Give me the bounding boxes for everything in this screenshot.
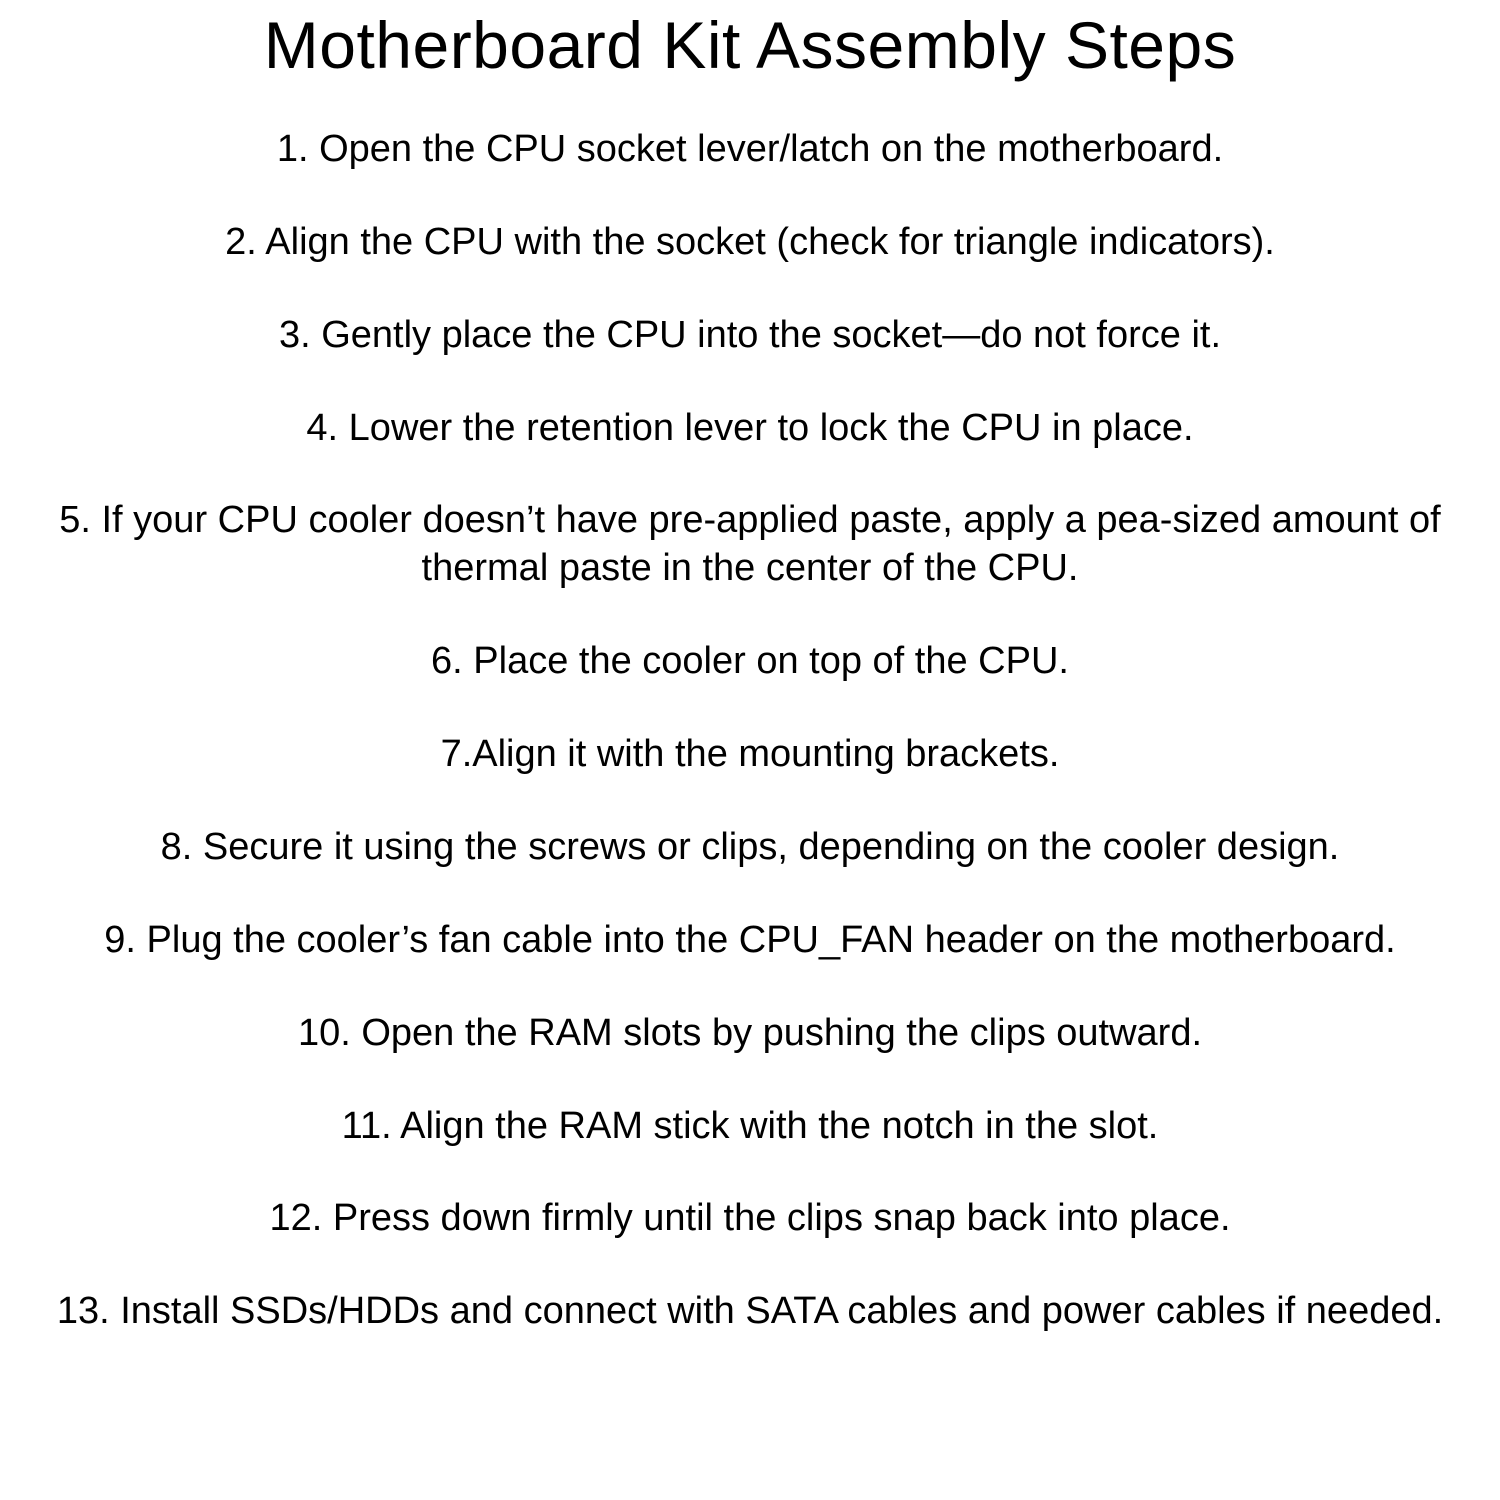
step-item-10: 10. Open the RAM slots by pushing the cl…	[297, 1011, 1203, 1054]
step-item-3: 3. Gently place the CPU into the socket—…	[278, 313, 1222, 356]
step-item-2: 2. Align the CPU with the socket (check …	[225, 220, 1275, 263]
step-item-9: 9. Plug the cooler’s fan cable into the …	[104, 918, 1396, 961]
page-title: Motherboard Kit Assembly Steps	[263, 8, 1237, 82]
step-item-13: 13. Install SSDs/HDDs and connect with S…	[56, 1290, 1444, 1333]
step-item-1: 1. Open the CPU socket lever/latch on th…	[276, 127, 1224, 170]
step-item-6: 6. Place the cooler on top of the CPU.	[431, 640, 1069, 683]
step-item-5: 5. If your CPU cooler doesn’t have pre-a…	[59, 499, 1441, 590]
step-item-8: 8. Secure it using the screws or clips, …	[160, 825, 1340, 868]
step-item-11: 11. Align the RAM stick with the notch i…	[341, 1104, 1159, 1147]
step-item-4: 4. Lower the retention lever to lock the…	[306, 406, 1194, 449]
step-item-12: 12. Press down firmly until the clips sn…	[269, 1197, 1231, 1240]
step-item-7: 7.Align it with the mounting brackets.	[440, 733, 1060, 776]
